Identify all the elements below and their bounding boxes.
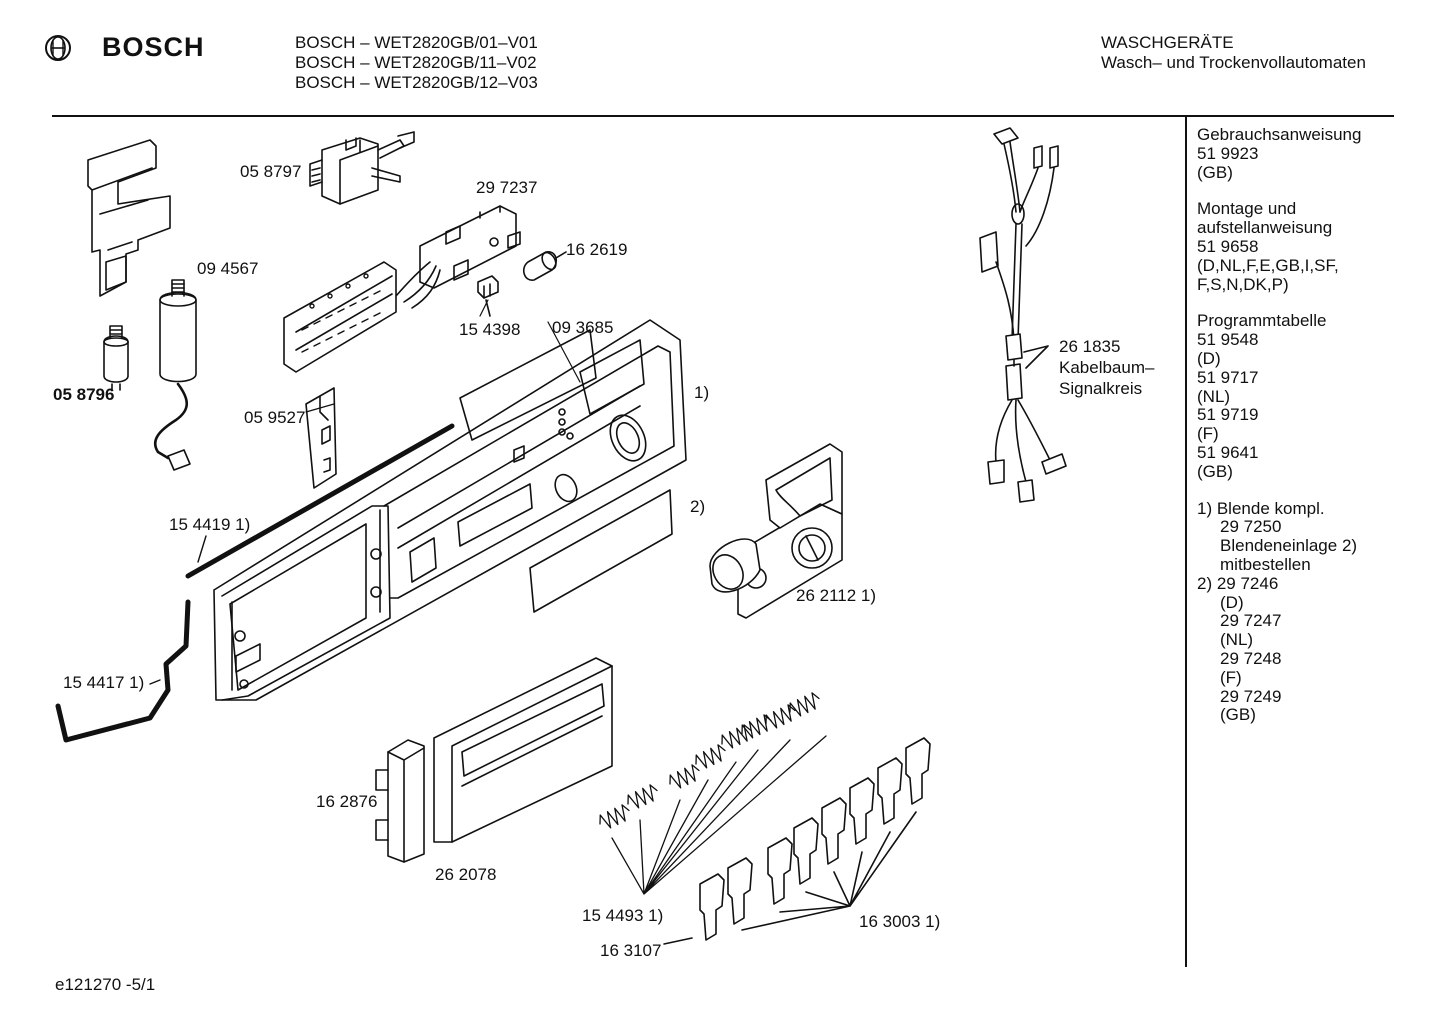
drawer-front-part bbox=[433, 657, 613, 843]
label-cable-name-1: Kabelbaum– bbox=[1059, 358, 1155, 377]
sidebar-line: (GB) bbox=[1220, 705, 1256, 725]
label-162876: 16 2876 bbox=[316, 792, 378, 811]
label-note-1: 1) bbox=[694, 383, 710, 402]
model-line-3: BOSCH – WET2820GB/12–V03 bbox=[295, 73, 538, 92]
label-059527: 05 9527 bbox=[244, 408, 306, 427]
label-162619: 16 2619 bbox=[566, 240, 628, 259]
sidebar-line: F,S,N,DK,P) bbox=[1197, 274, 1289, 294]
label-cable-name-2: Signalkreis bbox=[1059, 379, 1143, 398]
cap-part bbox=[522, 251, 567, 281]
model-line-2: BOSCH – WET2820GB/11–V02 bbox=[295, 53, 537, 72]
sidebar-line: 51 9658 bbox=[1197, 236, 1259, 256]
fascia-panel-part bbox=[213, 319, 687, 701]
guide-block-part bbox=[375, 739, 425, 863]
sidebar-line: (D) bbox=[1220, 592, 1244, 612]
sidebar-line: Blendeneinlage 2) bbox=[1220, 536, 1358, 556]
sidebar-line: 29 7249 bbox=[1220, 686, 1282, 706]
brand-name: BOSCH bbox=[102, 32, 205, 62]
sidebar-line: 51 9717 bbox=[1197, 367, 1259, 387]
contact-strip-part bbox=[283, 261, 397, 373]
slider-part bbox=[305, 387, 337, 489]
cable-harness-part bbox=[979, 127, 1067, 503]
label-163107: 16 3107 bbox=[600, 941, 662, 960]
sidebar-line: aufstellanweisung bbox=[1197, 218, 1333, 238]
sidebar-line: 51 9548 bbox=[1197, 330, 1259, 350]
bent-rod-part bbox=[55, 599, 191, 743]
sidebar-line: 29 7247 bbox=[1220, 611, 1282, 631]
leader-lines bbox=[305, 299, 581, 413]
seal-strip-part bbox=[185, 423, 455, 579]
sidebar-line: mitbestellen bbox=[1220, 554, 1311, 574]
sidebar-line: 2) 29 7246 bbox=[1197, 573, 1279, 593]
category-title: WASCHGERÄTE bbox=[1101, 33, 1234, 52]
label-262112: 26 2112 1) bbox=[796, 586, 877, 605]
sidebar-line: (NL) bbox=[1197, 386, 1231, 406]
capacitor-part bbox=[153, 279, 197, 471]
springs-part bbox=[599, 692, 827, 895]
label-cable-number: 26 1835 bbox=[1059, 337, 1121, 356]
sidebar-line: (NL) bbox=[1220, 630, 1254, 650]
label-154419: 15 4419 1) bbox=[169, 515, 251, 534]
label-058796: 05 8796 bbox=[53, 385, 115, 404]
sidebar-line: 29 7250 bbox=[1220, 517, 1282, 537]
sidebar-line: (D,NL,F,E,GB,I,SF, bbox=[1197, 255, 1339, 275]
label-297237: 29 7237 bbox=[476, 178, 538, 197]
header-divider bbox=[52, 115, 1394, 117]
label-094567: 09 4567 bbox=[197, 259, 259, 278]
insert-strip-part bbox=[529, 489, 673, 613]
label-154493: 15 4493 1) bbox=[582, 906, 664, 925]
label-093685: 09 3685 bbox=[552, 318, 614, 337]
sidebar-line: Montage und bbox=[1197, 199, 1297, 219]
label-058797: 05 8797 bbox=[240, 162, 302, 181]
label-154398: 15 4398 bbox=[459, 320, 521, 339]
knob-housing-part bbox=[709, 443, 843, 619]
sidebar-line: (GB) bbox=[1197, 162, 1233, 182]
switch-part bbox=[309, 131, 415, 205]
documentation-sidebar: Gebrauchsanweisung 51 9923 (GB) Montage … bbox=[1197, 125, 1362, 725]
bracket-part bbox=[87, 139, 171, 297]
label-163003: 16 3003 1) bbox=[859, 912, 941, 931]
sidebar-divider bbox=[1185, 117, 1187, 967]
small-capacitor-part bbox=[103, 325, 129, 391]
sidebar-line: Gebrauchsanweisung bbox=[1197, 125, 1362, 144]
sidebar-line: 1) Blende kompl. bbox=[1197, 498, 1325, 518]
label-262078: 26 2078 bbox=[435, 865, 497, 884]
sidebar-line: (D) bbox=[1197, 348, 1221, 368]
sidebar-line: (F) bbox=[1197, 424, 1219, 444]
brand-logo-icon bbox=[44, 34, 72, 62]
model-line-1: BOSCH – WET2820GB/01–V01 bbox=[295, 33, 538, 52]
push-keys-part bbox=[663, 737, 931, 945]
sidebar-line: (F) bbox=[1220, 667, 1242, 687]
sidebar-line: 51 9641 bbox=[1197, 442, 1259, 462]
sidebar-line: 51 9719 bbox=[1197, 405, 1259, 425]
circuit-board-part bbox=[395, 205, 521, 309]
small-connector-part bbox=[477, 275, 499, 317]
label-154417: 15 4417 1) bbox=[63, 673, 145, 692]
sidebar-line: 29 7248 bbox=[1220, 648, 1282, 668]
category-subtitle: Wasch– und Trockenvollautomaten bbox=[1101, 53, 1366, 72]
sidebar-line: 51 9923 bbox=[1197, 143, 1259, 163]
document-reference: e121270 -5/1 bbox=[55, 975, 156, 994]
sidebar-line: (GB) bbox=[1197, 461, 1233, 481]
label-note-2: 2) bbox=[690, 497, 706, 516]
sidebar-line: Programmtabelle bbox=[1197, 311, 1327, 331]
